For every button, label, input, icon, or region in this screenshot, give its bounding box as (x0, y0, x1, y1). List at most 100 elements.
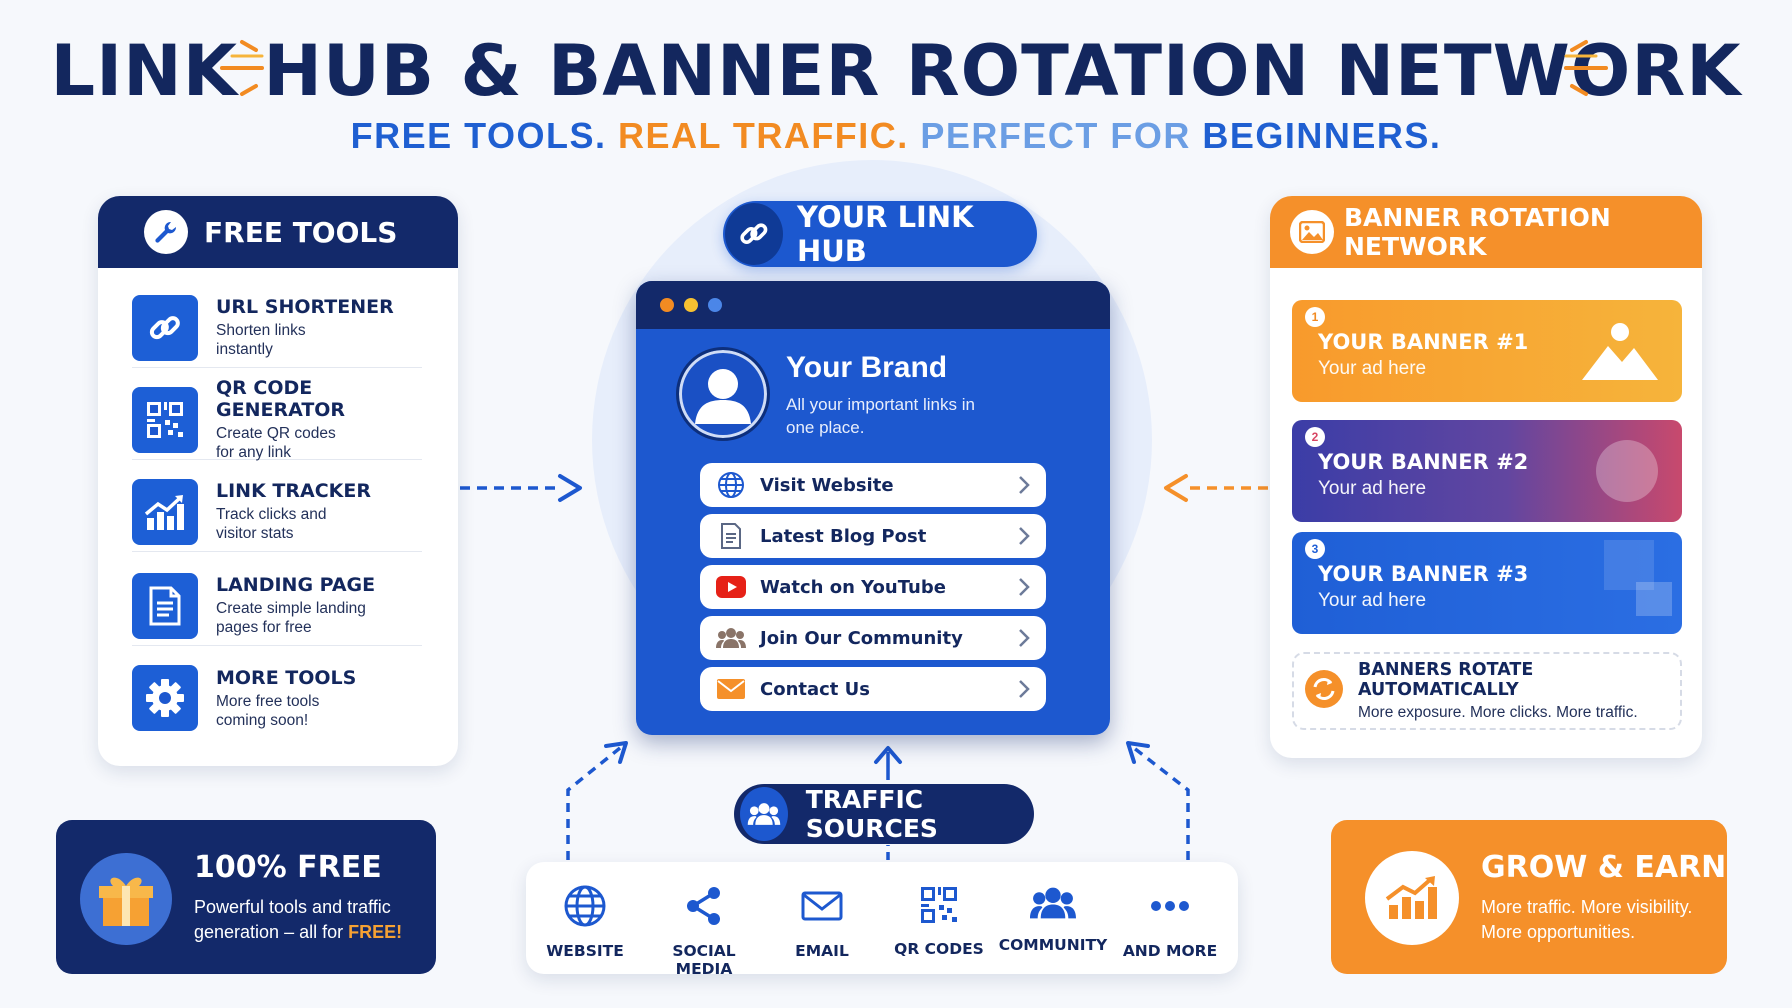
youtube-icon (716, 572, 746, 602)
source-social-media[interactable]: SOCIAL MEDIA (644, 884, 764, 978)
chevron-right-icon (1018, 679, 1030, 704)
source-and-more[interactable]: AND MORE (1110, 884, 1230, 960)
subtitle-free-tools: FREE TOOLS. (350, 115, 607, 156)
link-button-join-our-community[interactable]: Join Our Community (700, 616, 1046, 660)
link-label: Watch on YouTube (760, 576, 946, 598)
auto-rotate-title: BANNERS ROTATE AUTOMATICALLY (1358, 660, 1534, 700)
banner-decoration-circle (1596, 440, 1658, 502)
sparkle-left-icon (218, 38, 270, 98)
image-icon (1290, 210, 1334, 254)
banner-slot-1[interactable]: 1 YOUR BANNER #1 Your ad here (1292, 300, 1682, 402)
tool-landing-page[interactable]: LANDING PAGE Create simple landing pages… (132, 566, 422, 646)
banner-decoration-square (1604, 540, 1654, 590)
link-icon (725, 203, 783, 265)
tool-desc: Create QR codes for any link (216, 425, 336, 461)
tool-desc: Shorten links instantly (216, 322, 306, 358)
source-label: COMMUNITY (998, 936, 1108, 954)
tool-qr-code-generator[interactable]: QR CODE GENERATOR Create QR codes for an… (132, 377, 422, 461)
traffic-sources-label: TRAFFIC SOURCES (734, 784, 1034, 844)
source-label: EMAIL (795, 942, 849, 960)
banner-title: YOUR BANNER #3 (1318, 562, 1529, 586)
free-tools-header: FREE TOOLS (98, 196, 458, 268)
link-hub-title: YOUR LINK HUB (796, 200, 974, 268)
free-tools-panel: FREE TOOLS URL SHORTENER Shorten links i… (98, 196, 458, 766)
source-label: AND MORE (1122, 942, 1218, 960)
chevron-right-icon (1018, 628, 1030, 653)
gift-icon (80, 853, 172, 945)
arrow-traffic-right (1126, 741, 1190, 860)
mail-icon (716, 674, 746, 704)
wrench-icon (144, 210, 188, 254)
auto-rotate-note: BANNERS ROTATE AUTOMATICALLY More exposu… (1292, 652, 1682, 730)
subtitle-perfect-for: PERFECT FOR (920, 115, 1191, 156)
brand-description: All your important links in one place. (786, 395, 975, 437)
chevron-right-icon (1018, 475, 1030, 500)
free-callout-text: Powerful tools and traffic generation – … (194, 897, 391, 942)
gear-icon (132, 665, 198, 731)
source-website[interactable]: WEBSITE (525, 884, 645, 960)
sparkle-right-icon (1558, 38, 1610, 98)
share-icon (687, 887, 720, 925)
link-label: Visit Website (760, 474, 894, 496)
tool-more-tools[interactable]: MORE TOOLS More free tools coming soon! (132, 658, 422, 738)
globe-icon (564, 885, 606, 927)
mountain-image-icon (1582, 323, 1658, 380)
banner-subtitle: Your ad here (1318, 358, 1427, 379)
browser-title-bar (636, 281, 1110, 329)
banner-number-badge: 2 (1305, 427, 1325, 447)
tool-desc: Create simple landing pages for free (216, 600, 366, 636)
link-button-contact-us[interactable]: Contact Us (700, 667, 1046, 711)
banner-subtitle: Your ad here (1318, 478, 1427, 499)
link-button-visit-website[interactable]: Visit Website (700, 463, 1046, 507)
source-email[interactable]: EMAIL (762, 884, 882, 960)
chevron-right-icon (1018, 577, 1030, 602)
banner-slot-3[interactable]: 3 YOUR BANNER #3 Your ad here (1292, 532, 1682, 634)
tool-link-tracker[interactable]: LINK TRACKER Track clicks and visitor st… (132, 472, 422, 552)
community-icon (1030, 887, 1076, 919)
tool-title: LANDING PAGE (216, 574, 376, 596)
community-icon (716, 623, 746, 653)
page-title: LINK HUB & BANNER ROTATION NETWORK (50, 30, 1742, 112)
more-icon (1151, 901, 1189, 911)
link-button-latest-blog-post[interactable]: Latest Blog Post (700, 514, 1046, 558)
banner-subtitle: Your ad here (1318, 590, 1427, 611)
banner-number-badge: 3 (1305, 539, 1325, 559)
link-button-watch-on-youtube[interactable]: Watch on YouTube (700, 565, 1046, 609)
chart-icon (132, 478, 198, 545)
banner-network-title: BANNER ROTATION NETWORK (1344, 203, 1611, 261)
arrow-traffic-left (566, 741, 628, 860)
banner-title: YOUR BANNER #2 (1318, 450, 1529, 474)
community-icon (740, 787, 788, 841)
grow-callout: GROW & EARN More traffic. More visibilit… (1331, 820, 1727, 974)
chevron-right-icon (1018, 526, 1030, 551)
source-community[interactable]: COMMUNITY (993, 884, 1113, 954)
your-link-hub-label: YOUR LINK HUB (723, 200, 1037, 268)
qr-code-icon (921, 887, 957, 923)
banner-network-header: BANNER ROTATION NETWORK (1270, 196, 1702, 268)
free-callout-desc: Powerful tools and traffic generation – … (194, 895, 424, 945)
source-qr-codes[interactable]: QR CODES (879, 884, 999, 958)
link-icon (132, 294, 198, 361)
subtitle-beginners: BEGINNERS. (1202, 115, 1442, 156)
free-callout: 100% FREE Powerful tools and traffic gen… (56, 820, 436, 974)
tool-desc: More free tools coming soon! (216, 692, 320, 729)
document-icon (132, 572, 198, 639)
window-dot-yellow (684, 298, 698, 312)
source-label: SOCIAL MEDIA (672, 942, 736, 978)
banner-rotation-panel: BANNER ROTATION NETWORK 1 YOUR BANNER #1… (1270, 196, 1702, 758)
traffic-sources-bar: WEBSITE SOCIAL MEDIA EMAIL QR CODES COMM… (525, 862, 1238, 978)
tool-url-shortener[interactable]: URL SHORTENER Shorten links instantly (132, 288, 422, 368)
free-tools-title: FREE TOOLS (204, 215, 398, 249)
document-icon (716, 521, 746, 551)
mail-icon (801, 891, 843, 921)
brand-name: Your Brand (786, 351, 948, 384)
tool-title: QR CODE GENERATOR (216, 377, 346, 421)
banner-title: YOUR BANNER #1 (1318, 330, 1529, 354)
link-label: Contact Us (760, 678, 871, 700)
banner-slot-2[interactable]: 2 YOUR BANNER #2 Your ad here (1292, 420, 1682, 522)
grow-callout-title: GROW & EARN (1481, 850, 1727, 885)
arrow-tools-to-hub (460, 474, 582, 502)
link-hub-browser-window: Your Brand All your important links in o… (636, 281, 1110, 735)
tool-title: MORE TOOLS (216, 666, 357, 689)
tool-title: URL SHORTENER (216, 296, 394, 318)
